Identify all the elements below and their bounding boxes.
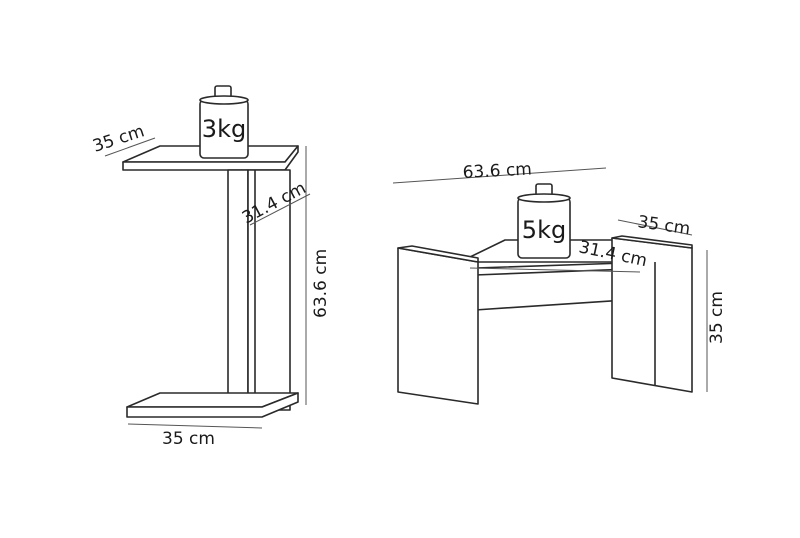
side-table-base-width-line <box>127 423 263 429</box>
coffee-table-width-line <box>617 219 693 236</box>
coffee-table-height-label: 35 cm <box>707 291 727 344</box>
coffee-table-length-label: 63.6 cm <box>462 159 532 183</box>
coffee-table-left-panel <box>397 247 479 405</box>
coffee-table-load-label: 5kg <box>522 216 566 244</box>
coffee-table-left-panel-edge <box>397 245 479 263</box>
side-table-column <box>227 169 249 411</box>
side-table-top-width-line <box>104 137 156 157</box>
coffee-table-width-label: 35 cm <box>636 212 691 239</box>
coffee-table-right-panel-side <box>611 235 693 249</box>
side-table-base-width-label: 35 cm <box>162 429 215 449</box>
side-table-depth-line <box>249 193 311 226</box>
side-table-top-shelf-edge <box>122 145 299 171</box>
coffee-table-depth-line <box>469 267 641 273</box>
side-table-load-label: 3kg <box>202 115 246 143</box>
coffee-table: 5kg 63.6 cm 35 cm 31.4 cm 35 cm <box>392 159 727 405</box>
coffee-table-weight-jar: 5kg <box>517 183 571 259</box>
side-table-weight-jar: 3kg <box>199 85 249 159</box>
side-table-base-edge <box>126 392 299 418</box>
side-table-height-label: 63.6 cm <box>311 249 331 318</box>
coffee-table-length-line <box>392 167 607 184</box>
side-table-column-side <box>247 169 291 411</box>
side-table: 3kg 35 cm 31.4 cm 63.6 cm 35 cm <box>90 85 331 449</box>
